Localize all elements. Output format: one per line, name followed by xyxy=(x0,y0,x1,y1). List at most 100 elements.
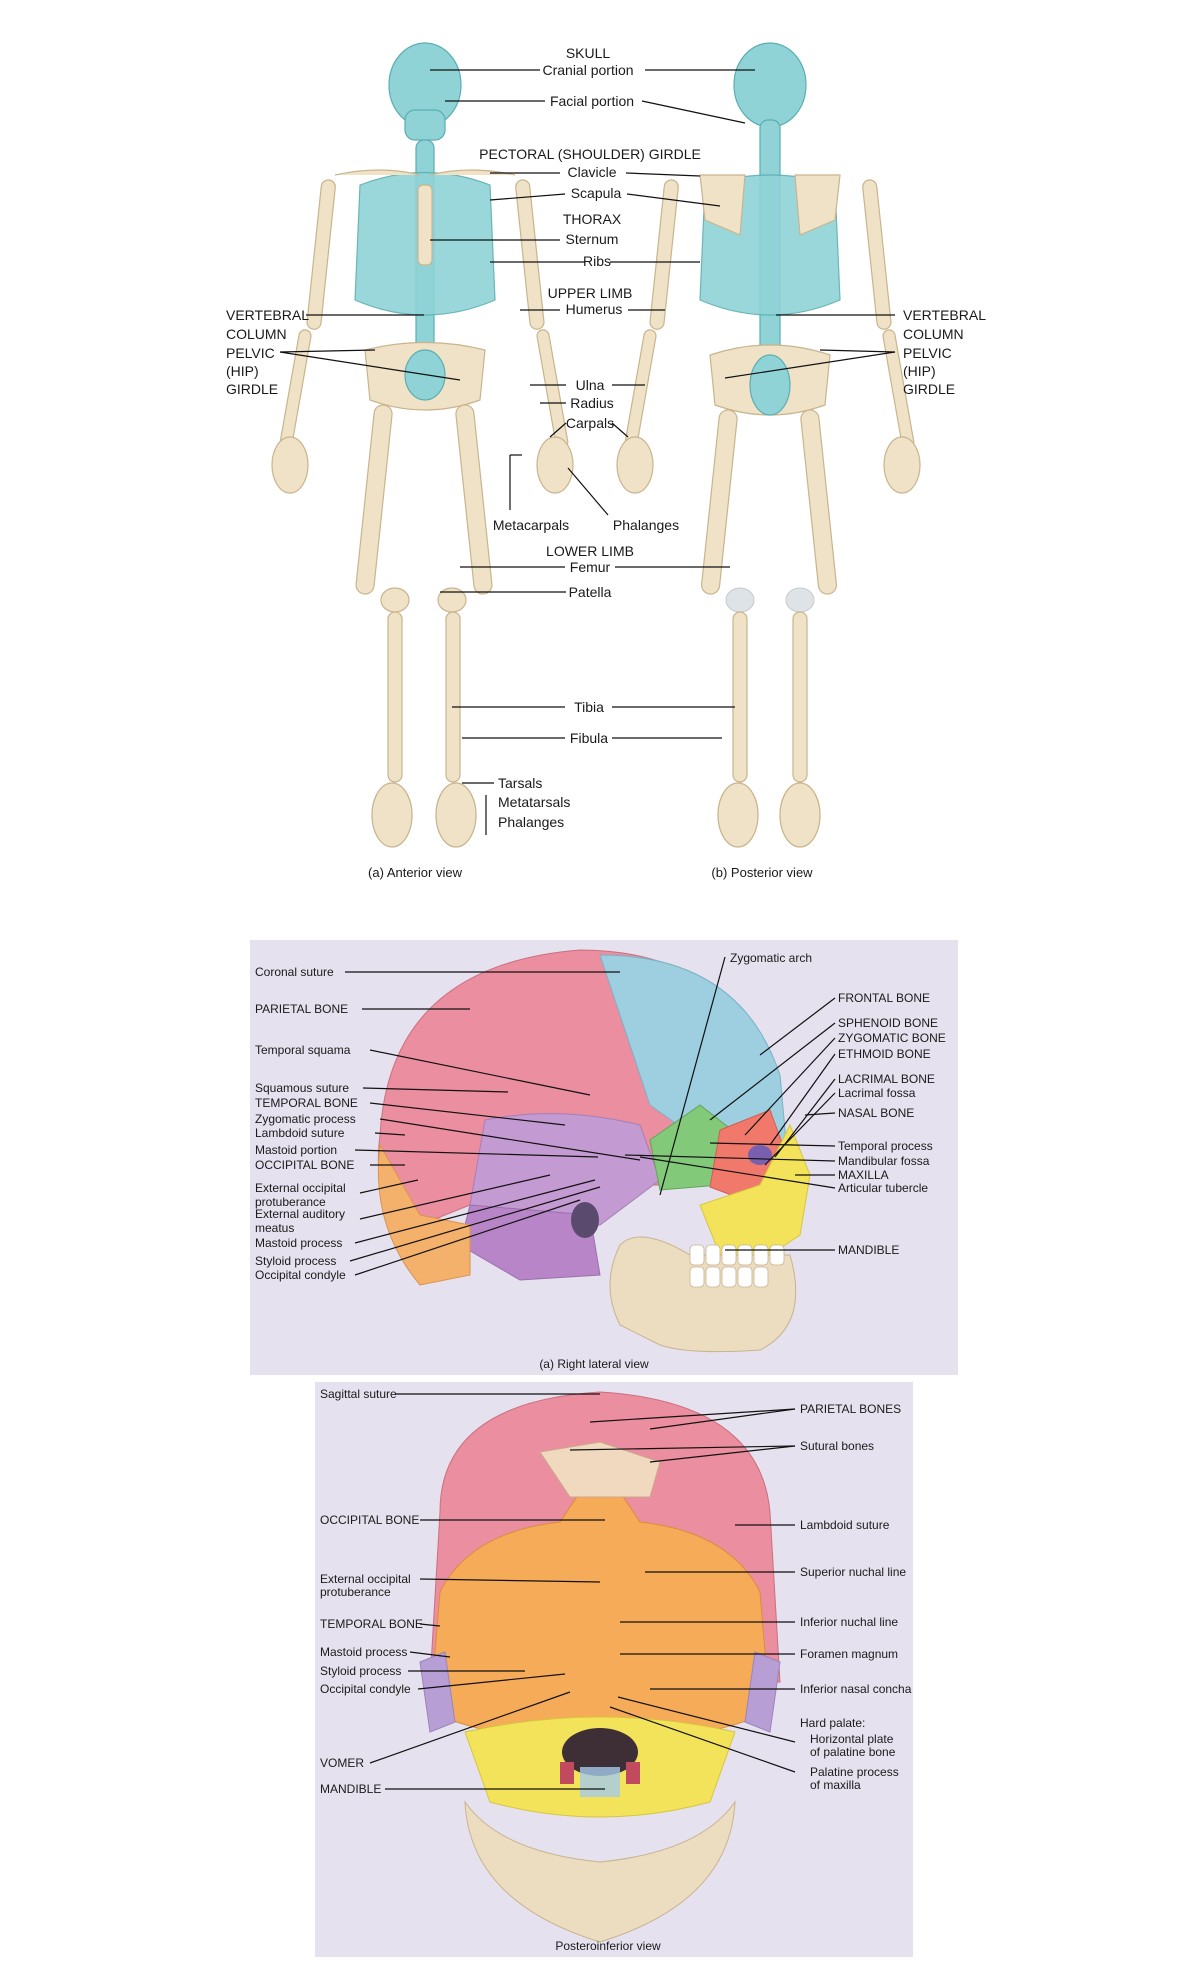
label-zygomatic-bone: ZYGOMATIC BONE xyxy=(838,1031,946,1045)
skeleton-figure: SKULL Cranial portion Facial portion PEC… xyxy=(226,42,986,880)
label-scapula: Scapula xyxy=(571,185,622,201)
label-skull: SKULL xyxy=(566,45,611,61)
label-inferior-nuchal-line: Inferior nuchal line xyxy=(800,1615,898,1629)
label-protuberance-post: protuberance xyxy=(320,1585,391,1599)
label-inferior-nasal-concha: Inferior nasal concha xyxy=(800,1682,912,1696)
label-lacrimal-fossa: Lacrimal fossa xyxy=(838,1086,916,1100)
lateral-skull-labels: Coronal suture PARIETAL BONE Temporal sq… xyxy=(255,951,946,1371)
label-cranial-portion: Cranial portion xyxy=(542,62,633,78)
label-occipital-bone-post: OCCIPITAL BONE xyxy=(320,1513,419,1527)
label-parietal-bones: PARIETAL BONES xyxy=(800,1402,901,1416)
label-squamous-suture: Squamous suture xyxy=(255,1081,349,1095)
skeleton-labels: SKULL Cranial portion Facial portion PEC… xyxy=(226,45,986,830)
lateral-skull-leader-lines xyxy=(345,956,836,1276)
label-facial-portion: Facial portion xyxy=(550,93,634,109)
label-fibula: Fibula xyxy=(570,730,608,746)
label-vertebral-column-left-2: COLUMN xyxy=(226,326,287,342)
label-mastoid-portion: Mastoid portion xyxy=(255,1143,337,1157)
caption-right-lateral-view: (a) Right lateral view xyxy=(539,1357,649,1371)
label-maxilla: MAXILLA xyxy=(838,1168,889,1182)
label-sagittal-suture: Sagittal suture xyxy=(320,1387,397,1401)
skeleton-leader-lines xyxy=(279,69,896,835)
label-lambdoid-suture-post: Lambdoid suture xyxy=(800,1518,890,1532)
posterior-skeleton xyxy=(616,42,921,848)
label-temporal-squama: Temporal squama xyxy=(255,1043,351,1057)
label-upper-limb: UPPER LIMB xyxy=(548,285,633,301)
label-external-occipital-post: External occipital xyxy=(320,1572,411,1586)
label-metatarsals: Metatarsals xyxy=(498,794,570,810)
label-femur: Femur xyxy=(570,559,611,575)
label-pelvic-right-3: GIRDLE xyxy=(903,381,955,397)
label-horizontal-plate: Horizontal plate xyxy=(810,1732,894,1746)
label-tarsals: Tarsals xyxy=(498,775,542,791)
label-ulna: Ulna xyxy=(576,377,605,393)
label-radius: Radius xyxy=(570,395,614,411)
label-ribs: Ribs xyxy=(583,253,611,269)
label-occipital-condyle: Occipital condyle xyxy=(255,1268,346,1282)
label-palatine-process: Palatine process xyxy=(810,1765,899,1779)
label-phalanges-foot: Phalanges xyxy=(498,814,564,830)
label-external-occipital: External occipital xyxy=(255,1181,346,1195)
label-superior-nuchal-line: Superior nuchal line xyxy=(800,1565,906,1579)
posterior-skull-leader-lines xyxy=(369,1393,796,1790)
label-external-auditory: External auditory xyxy=(255,1207,345,1221)
label-vertebral-column-left: VERTEBRAL xyxy=(226,307,309,323)
label-mandibular-fossa: Mandibular fossa xyxy=(838,1154,930,1168)
caption-posteroinferior-view: Posteroinferior view xyxy=(555,1939,661,1953)
label-mastoid-process: Mastoid process xyxy=(255,1236,342,1250)
label-carpals: Carpals xyxy=(566,415,614,431)
label-of-palatine-bone: of palatine bone xyxy=(810,1745,896,1759)
label-vertebral-column-right-2: COLUMN xyxy=(903,326,964,342)
label-pectoral-girdle: PECTORAL (SHOULDER) GIRDLE xyxy=(479,146,701,162)
label-of-maxilla: of maxilla xyxy=(810,1778,861,1792)
label-occipital-bone: OCCIPITAL BONE xyxy=(255,1158,354,1172)
label-meatus: meatus xyxy=(255,1221,294,1235)
label-temporal-bone-post: TEMPORAL BONE xyxy=(320,1617,423,1631)
label-lambdoid-suture: Lambdoid suture xyxy=(255,1126,345,1140)
label-parietal-bone: PARIETAL BONE xyxy=(255,1002,348,1016)
label-temporal-bone: TEMPORAL BONE xyxy=(255,1096,358,1110)
label-pelvic-right-2: (HIP) xyxy=(903,363,936,379)
label-mastoid-process-post: Mastoid process xyxy=(320,1645,407,1659)
label-pelvic-right: PELVIC xyxy=(903,345,952,361)
posterior-skull-labels: Sagittal suture OCCIPITAL BONE External … xyxy=(320,1387,912,1953)
label-temporal-process: Temporal process xyxy=(838,1139,933,1153)
label-coronal-suture: Coronal suture xyxy=(255,965,334,979)
label-phalanges-hand: Phalanges xyxy=(613,517,679,533)
caption-anterior-view: (a) Anterior view xyxy=(368,865,463,880)
label-patella: Patella xyxy=(569,584,612,600)
label-nasal-bone: NASAL BONE xyxy=(838,1106,914,1120)
label-frontal-bone: FRONTAL BONE xyxy=(838,991,930,1005)
label-articular-tubercle: Articular tubercle xyxy=(838,1181,928,1195)
label-humerus: Humerus xyxy=(566,301,623,317)
label-tibia: Tibia xyxy=(574,699,604,715)
label-lacrimal-bone: LACRIMAL BONE xyxy=(838,1072,935,1086)
anterior-skeleton xyxy=(271,42,574,848)
label-sternum: Sternum xyxy=(566,231,619,247)
label-pelvic-left-2: (HIP) xyxy=(226,363,259,379)
label-clavicle: Clavicle xyxy=(567,164,616,180)
label-sphenoid-bone: SPHENOID BONE xyxy=(838,1016,938,1030)
label-foramen-magnum: Foramen magnum xyxy=(800,1647,898,1661)
label-lower-limb: LOWER LIMB xyxy=(546,543,634,559)
label-vertebral-column-right: VERTEBRAL xyxy=(903,307,986,323)
label-styloid-process: Styloid process xyxy=(255,1254,336,1268)
label-sutural-bones: Sutural bones xyxy=(800,1439,874,1453)
label-mandible-post: MANDIBLE xyxy=(320,1782,381,1796)
lateral-skull-figure: Coronal suture PARIETAL BONE Temporal sq… xyxy=(250,940,958,1375)
label-metacarpals: Metacarpals xyxy=(493,517,569,533)
label-occipital-condyle-post: Occipital condyle xyxy=(320,1682,411,1696)
label-mandible: MANDIBLE xyxy=(838,1243,899,1257)
label-protuberance: protuberance xyxy=(255,1195,326,1209)
label-pelvic-left-3: GIRDLE xyxy=(226,381,278,397)
label-thorax: THORAX xyxy=(563,211,622,227)
label-zygomatic-arch: Zygomatic arch xyxy=(730,951,812,965)
label-hard-palate: Hard palate: xyxy=(800,1716,865,1730)
caption-posterior-view: (b) Posterior view xyxy=(711,865,813,880)
posterior-skull-figure: Sagittal suture OCCIPITAL BONE External … xyxy=(315,1382,913,1957)
posterior-skull-drawing xyxy=(419,1391,781,1943)
label-styloid-process-post: Styloid process xyxy=(320,1664,401,1678)
label-vomer: VOMER xyxy=(320,1756,364,1770)
label-ethmoid-bone: ETHMOID BONE xyxy=(838,1047,931,1061)
label-zygomatic-process: Zygomatic process xyxy=(255,1112,356,1126)
